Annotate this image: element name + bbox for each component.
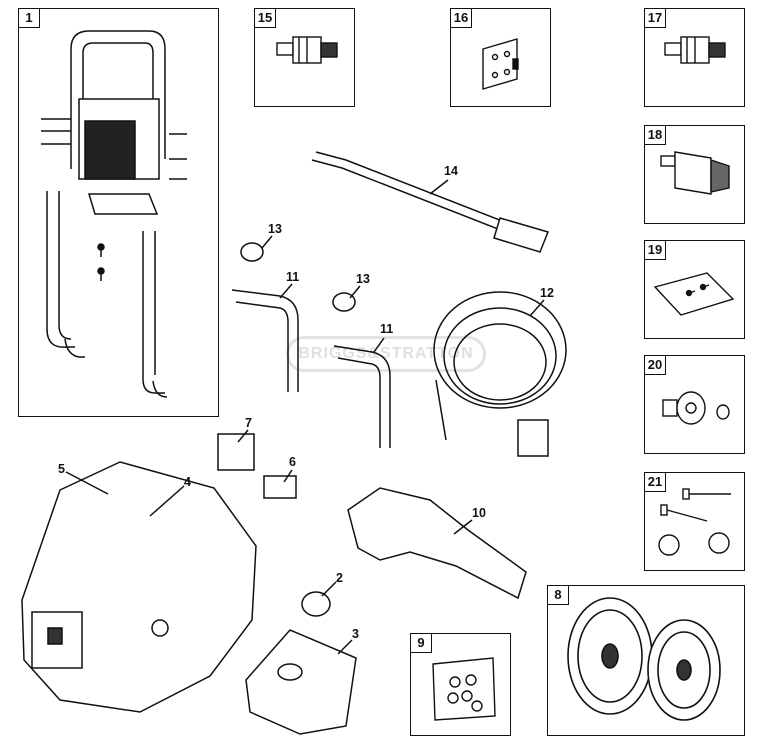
callout-3: 3 bbox=[352, 627, 359, 641]
quick-connect-coupler-drawing bbox=[276, 36, 338, 64]
callout-4: 4 bbox=[184, 475, 191, 489]
part-box-19: 19 bbox=[644, 240, 745, 339]
part-box-18: 18 bbox=[644, 125, 745, 224]
callout-11-second: 11 bbox=[380, 322, 394, 336]
callout-12: 12 bbox=[540, 286, 554, 300]
part-box-1: 1 bbox=[18, 8, 219, 417]
hose-knob-drawing bbox=[662, 391, 730, 425]
part-tag-21: 21 bbox=[644, 472, 666, 492]
callout-5: 5 bbox=[58, 462, 65, 476]
wheels-drawing bbox=[567, 597, 721, 721]
part-box-17: 17 bbox=[644, 8, 745, 107]
part-tag-19: 19 bbox=[644, 240, 666, 260]
callout-10: 10 bbox=[472, 506, 486, 520]
part-box-8: 8 bbox=[547, 585, 745, 736]
part-box-9: 9 bbox=[410, 633, 511, 736]
handle-assembly-drawing bbox=[41, 30, 187, 398]
callout-14: 14 bbox=[444, 164, 458, 178]
part-tag-8: 8 bbox=[547, 585, 569, 605]
callout-6: 6 bbox=[289, 455, 296, 469]
part-tag-16: 16 bbox=[450, 8, 472, 28]
callout-13: 13 bbox=[268, 222, 282, 236]
callout-2: 2 bbox=[336, 571, 343, 585]
part-box-16: 16 bbox=[450, 8, 551, 107]
callout-11: 11 bbox=[286, 270, 300, 284]
turbo-nozzle-drawing bbox=[660, 151, 730, 195]
o-ring-kit-drawing bbox=[432, 657, 496, 721]
part-box-21: 21 bbox=[644, 472, 745, 571]
quick-connect-coupler-drawing bbox=[664, 36, 726, 64]
part-tag-1: 1 bbox=[18, 8, 40, 28]
part-tag-18: 18 bbox=[644, 125, 666, 145]
part-box-20: 20 bbox=[644, 355, 745, 454]
part-tag-17: 17 bbox=[644, 8, 666, 28]
callout-7: 7 bbox=[245, 416, 252, 430]
part-tag-15: 15 bbox=[254, 8, 276, 28]
part-tag-20: 20 bbox=[644, 355, 666, 375]
bolts-and-knobs-drawing bbox=[658, 488, 731, 556]
bracket-plate-drawing bbox=[482, 38, 519, 90]
callout-13-second: 13 bbox=[356, 272, 370, 286]
part-box-15: 15 bbox=[254, 8, 355, 107]
hardware-bag-drawing bbox=[653, 272, 735, 316]
part-tag-9: 9 bbox=[410, 633, 432, 653]
